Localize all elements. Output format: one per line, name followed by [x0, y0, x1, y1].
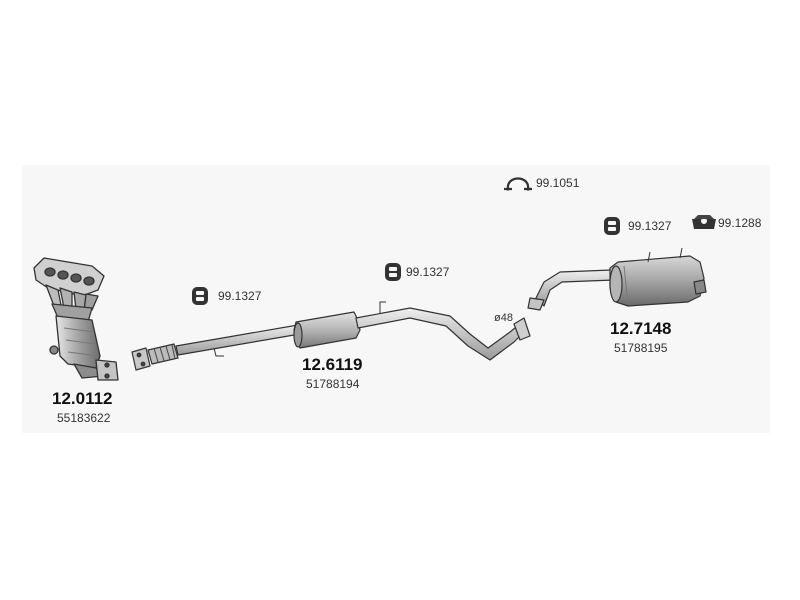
hardware-label-hanger-rear: 99.1327 — [628, 219, 672, 233]
pipe-diameter-label: ø48 — [494, 312, 513, 324]
pipe-clamp-icon — [504, 177, 532, 191]
hardware-label-clamp-top: 99.1051 — [536, 176, 580, 190]
rubber-hanger-icon — [192, 287, 208, 305]
part-number-catalytic-manifold: 12.0112 — [52, 389, 113, 408]
oem-number-rear-silencer: 51788195 — [614, 341, 668, 355]
catalytic-manifold-drawing — [33, 257, 119, 381]
hardware-label-hanger-middle: 99.1327 — [406, 265, 450, 279]
part-number-rear-silencer: 12.7148 — [610, 319, 672, 338]
rubber-hanger-icon — [604, 217, 620, 235]
rear-silencer-drawing — [527, 247, 707, 311]
front-pipe-drawing — [131, 301, 531, 371]
hardware-label-hanger-front: 99.1327 — [218, 289, 262, 303]
part-number-front-pipe: 12.6119 — [302, 355, 363, 374]
oem-number-catalytic-manifold: 55183622 — [57, 411, 111, 425]
rubber-hanger-icon — [385, 263, 401, 281]
rubber-mount-icon — [692, 215, 716, 229]
oem-number-front-pipe: 51788194 — [306, 377, 360, 391]
hardware-label-mount-rear: 99.1288 — [718, 216, 762, 230]
